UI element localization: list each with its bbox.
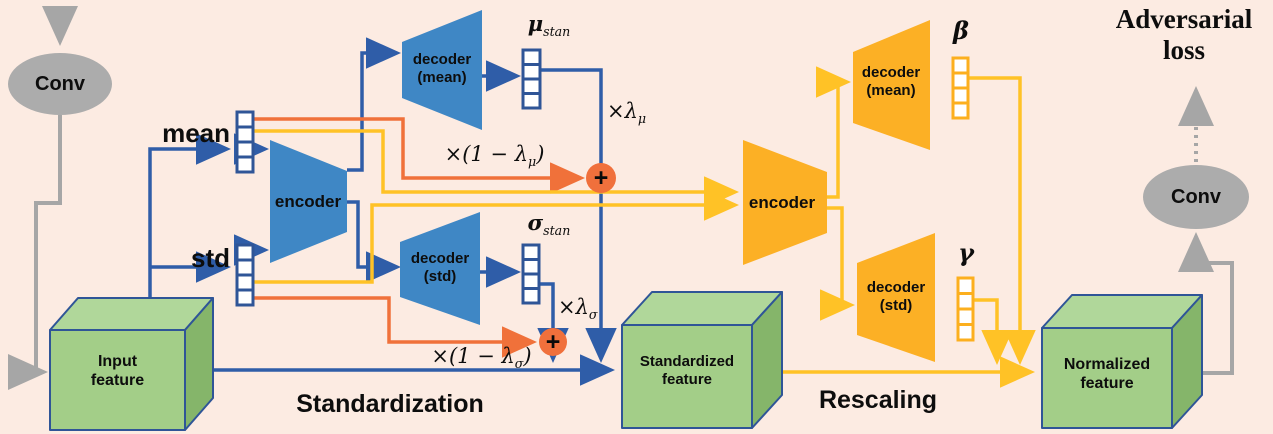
add-icon: +	[593, 164, 609, 192]
one-minus-lambda-sigma-label: ×(1 − λσ)	[424, 344, 539, 372]
one-minus-lambda-mu-label: ×(1 − λμ)	[437, 142, 552, 170]
lambda-mu-label: ×λμ	[607, 99, 647, 127]
encoder-yellow-label: encoder	[748, 193, 816, 212]
decoder-std-yellow-shape	[857, 233, 935, 362]
lambda-sigma-sub: σ	[588, 307, 598, 323]
standardized-feature-line2: feature	[661, 371, 713, 388]
conv-node-right	[1143, 165, 1249, 229]
decoder-mean-blue-shape	[402, 10, 482, 130]
mu-stan-vector	[521, 48, 542, 110]
decoder-mean-yellow-line2: (mean)	[866, 82, 916, 99]
rescaling-yellow-flows	[253, 66, 1036, 388]
decoder-std-blue-line1: decoder	[410, 250, 470, 267]
add-circle-std	[539, 328, 567, 356]
decoder-mean-yellow-shape	[853, 20, 930, 150]
conv-right-label: Conv	[1171, 186, 1221, 208]
one-minus-lambda-mu-pre: ×(1 − λ	[444, 142, 528, 166]
conv-left-label: Conv	[35, 73, 85, 95]
sigma-subscript: stan	[543, 223, 571, 239]
gamma-vector	[956, 276, 975, 342]
normalized-to-conv-connector	[1175, 86, 1234, 375]
decoder-mean-blue-line1: decoder	[412, 51, 472, 68]
adversarial-loss-line2: loss	[1162, 35, 1206, 66]
mu-subscript: stan	[543, 24, 571, 40]
lambda-mu-pre: ×λ	[607, 99, 638, 123]
standardization-title: Standardization	[296, 390, 484, 418]
normalized-feature-label: Normalized feature	[1040, 355, 1174, 393]
input-feature-cube	[49, 297, 214, 431]
decoder-std-yellow-label: decoder (std)	[852, 279, 940, 315]
residual-orange-flows	[253, 117, 585, 358]
lambda-sigma-label: ×λσ	[558, 295, 598, 323]
sigma-symbol: σ	[527, 210, 544, 235]
decoder-std-blue-label: decoder (std)	[396, 250, 484, 286]
std-label: std	[191, 243, 230, 273]
input-feature-label: Input feature	[55, 352, 180, 390]
standardized-feature-cube	[621, 291, 783, 429]
normalized-feature-line2: feature	[1080, 375, 1134, 393]
decoder-mean-blue-label: decoder (mean)	[398, 51, 486, 87]
rescaling-title: Rescaling	[818, 386, 938, 414]
one-minus-lambda-mu-post: )	[536, 142, 545, 166]
mean-label: mean	[162, 118, 230, 148]
standardization-blue-flows	[148, 37, 617, 386]
mean-vector	[235, 110, 255, 174]
adversarial-loss-label: Adversarial loss	[1095, 4, 1273, 66]
standardized-feature-label: Standardized feature	[620, 353, 754, 389]
sigma-stan-vector	[521, 243, 541, 305]
std-vector	[235, 243, 255, 307]
one-minus-lambda-sigma-pre: ×(1 − λ	[431, 344, 515, 368]
adversarial-loss-line1: Adversarial	[1115, 4, 1253, 34]
decoder-mean-blue-line2: (mean)	[417, 69, 467, 86]
normalized-feature-line1: Normalized	[1063, 356, 1151, 373]
add-icon: +	[545, 328, 561, 356]
decoder-mean-yellow-line1: decoder	[861, 64, 921, 81]
beta-label: β	[953, 16, 969, 45]
conv-to-input-connector	[8, 6, 78, 390]
standardized-feature-line1: Standardized	[639, 353, 735, 370]
decoder-mean-yellow-label: decoder (mean)	[847, 64, 935, 100]
encoder-blue-shape	[270, 140, 347, 263]
normalized-feature-cube	[1041, 294, 1203, 429]
beta-vector	[951, 56, 970, 120]
one-minus-lambda-mu-sub: μ	[528, 154, 537, 170]
one-minus-lambda-sigma-sub: σ	[514, 356, 524, 372]
add-circle-mean	[586, 163, 616, 193]
lambda-sigma-pre: ×λ	[558, 295, 589, 319]
one-minus-lambda-sigma-post: )	[523, 344, 532, 368]
decoder-std-blue-shape	[400, 212, 480, 325]
input-feature-line2: feature	[90, 372, 145, 390]
lambda-mu-sub: μ	[637, 111, 647, 127]
gamma-label: γ	[958, 238, 974, 267]
input-feature-line1: Input	[97, 353, 138, 370]
encoder-blue-label: encoder	[274, 192, 342, 211]
decoder-std-yellow-line2: (std)	[879, 297, 913, 314]
encoder-yellow-shape	[743, 140, 827, 265]
mu-symbol: μ	[527, 11, 544, 36]
sigma-stan-label: σstan	[514, 211, 584, 238]
mu-stan-label: μstan	[514, 12, 584, 39]
decoder-std-blue-line2: (std)	[423, 268, 457, 285]
conv-node-left	[8, 53, 112, 115]
decoder-std-yellow-line1: decoder	[866, 279, 926, 296]
